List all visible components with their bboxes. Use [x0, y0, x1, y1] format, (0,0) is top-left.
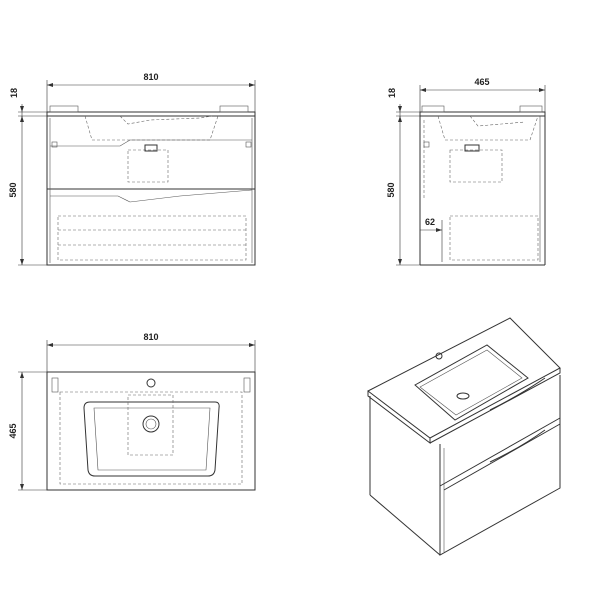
- side-height-dimension: 580: [386, 116, 420, 266]
- top-width-dimension: 810: [46, 332, 256, 372]
- front-height-dimension: 580: [8, 116, 47, 266]
- side-offset-label: 62: [425, 217, 435, 227]
- front-width-dimension: 810: [46, 72, 256, 112]
- front-view: 810 18 580: [8, 72, 256, 266]
- front-top-thickness-dimension: 18: [9, 88, 47, 122]
- front-width-label: 810: [143, 72, 158, 82]
- side-cabinet: [419, 105, 546, 266]
- front-cabinet: [46, 105, 256, 266]
- side-depth-label: 465: [474, 77, 489, 87]
- top-width-label: 810: [143, 332, 158, 342]
- side-top-thickness-label: 18: [387, 88, 397, 98]
- isometric-view: [367, 317, 561, 556]
- side-offset-dimension: 62: [420, 217, 443, 262]
- front-top-thickness-label: 18: [9, 88, 19, 98]
- top-depth-dimension: 465: [8, 371, 47, 491]
- top-view: 810 465: [8, 332, 256, 491]
- side-view: 465 18 580 62: [386, 77, 546, 266]
- side-depth-dimension: 465: [419, 77, 546, 112]
- side-height-label: 580: [386, 182, 396, 197]
- top-cabinet: [46, 371, 256, 491]
- side-top-thickness-dimension: 18: [387, 88, 420, 122]
- top-depth-label: 465: [8, 423, 18, 438]
- front-height-label: 580: [8, 182, 18, 197]
